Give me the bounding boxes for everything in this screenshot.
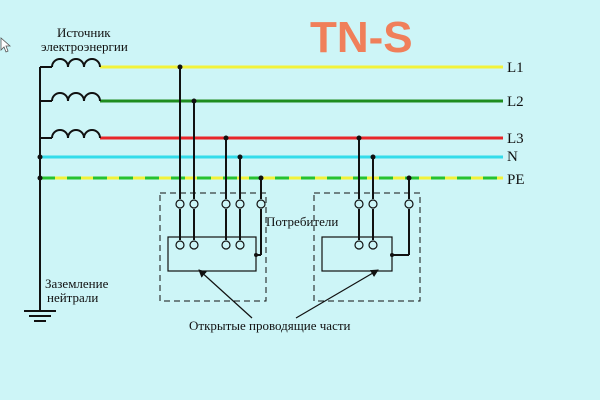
bus-lines — [41, 65, 503, 180]
consumer-2-junctions — [356, 135, 412, 257]
source-label-line2: электроэнергии — [41, 39, 128, 54]
line-label-l3: L3 — [507, 131, 524, 147]
line-label-l2: L2 — [507, 94, 524, 110]
coil-l2 — [51, 92, 101, 102]
consumer-2 — [313, 138, 421, 302]
arrow-to-consumer-2 — [295, 269, 379, 319]
consumer-1-housing — [159, 192, 267, 302]
neutral-junction-n — [37, 154, 43, 160]
line-label-n: N — [507, 149, 518, 165]
coil-l3 — [51, 129, 101, 139]
mouse-pointer-icon — [0, 37, 12, 53]
line-label-l1: L1 — [507, 60, 524, 76]
source-label-line1: Источник — [57, 25, 111, 40]
diagram-title: TN-S — [310, 13, 413, 62]
consumer-1-junctions — [177, 64, 264, 257]
arrow-to-consumer-1 — [198, 269, 253, 319]
ground-label-line2: нейтрали — [47, 290, 98, 305]
line-label-pe: PE — [507, 172, 525, 188]
ground-label-line1: Заземление — [45, 276, 109, 291]
coil-l1 — [51, 58, 101, 68]
exposed-parts-label: Открытые проводящие части — [189, 318, 351, 333]
consumers-label: Потребители — [266, 214, 338, 229]
neutral-junction-pe — [37, 175, 43, 181]
ground-icon — [24, 310, 56, 322]
source-windings — [39, 58, 101, 310]
consumer-2-housing — [313, 192, 421, 302]
